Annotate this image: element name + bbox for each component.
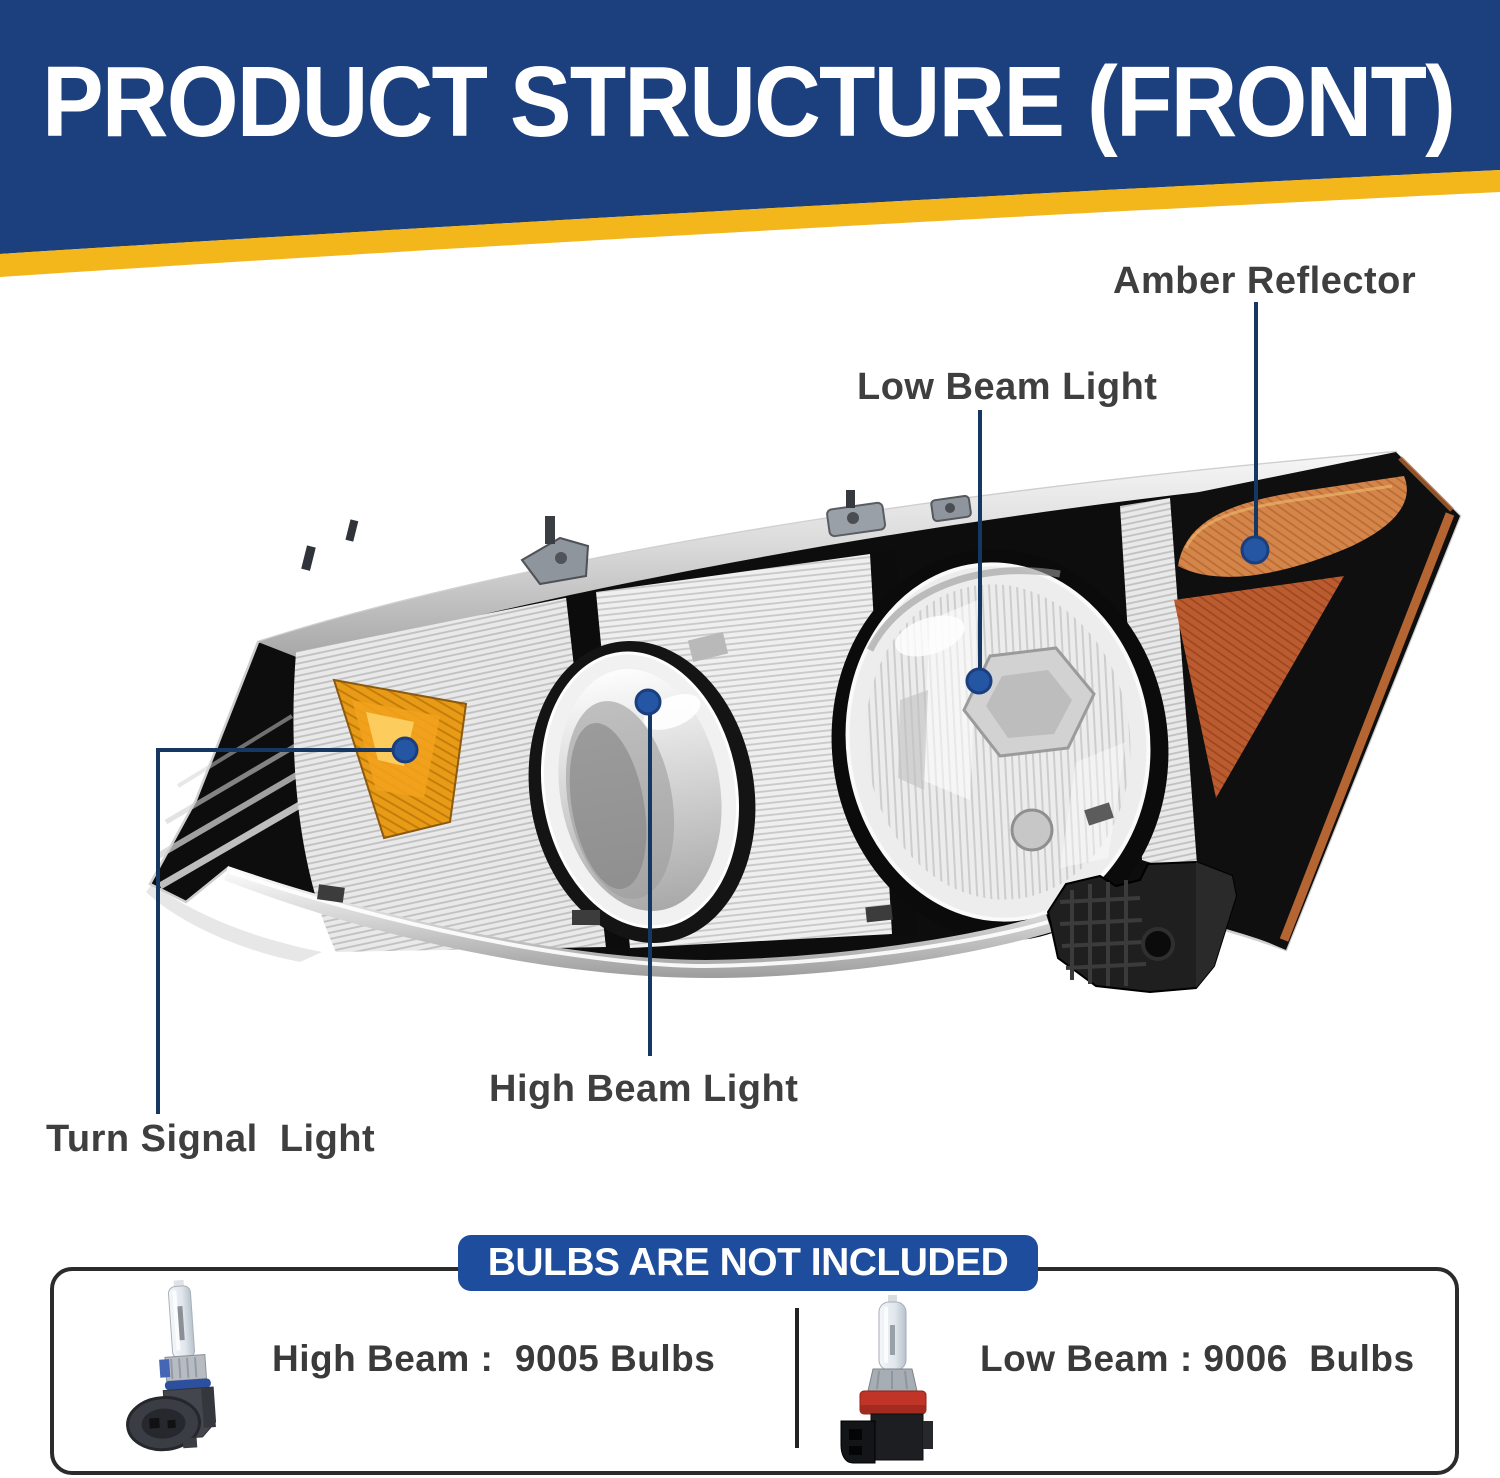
amber-reflector-label: Amber Reflector [1113,260,1417,302]
left-tip-chrome [156,714,324,890]
page-title: PRODUCT STRUCTURE (FRONT) [42,46,1454,158]
turn-signal-leader-line [156,748,405,1114]
high-beam-bulb-icon [126,1280,217,1452]
bottom-chrome-trim [224,866,1052,978]
callout-dots [391,535,1270,764]
bulbs-box [50,1267,1459,1475]
turn-signal-dot [391,736,419,764]
header-banner: PRODUCT STRUCTURE (FRONT) [0,0,1500,277]
turn-signal-label: Turn Signal Light [46,1118,376,1160]
amber-reflector-dot [1240,535,1270,565]
low-beam-lens [831,549,1169,941]
low-beam-bulb-icon [840,1295,933,1464]
mounting-tabs [301,490,972,586]
low-beam-dot [965,667,993,695]
high-beam-dot [634,688,662,716]
header-yellow-swoosh [0,170,1500,277]
bulbs-divider [795,1308,799,1448]
bulbs-banner: BULBS ARE NOT INCLUDED [458,1235,1038,1291]
low-beam-label: Low Beam Light [857,366,1158,408]
high-beam-spec: High Beam : 9005 Bulbs [272,1338,716,1379]
high-beam-lens [528,631,756,943]
headlight-assembly [146,450,1462,994]
lens-wrap-left [146,884,322,962]
high-beam-label: High Beam Light [489,1068,799,1110]
amber-reflector-lens [1174,456,1455,942]
low-beam-spec: Low Beam : 9006 Bulbs [980,1338,1415,1379]
mounting-bracket [1046,860,1238,994]
header-blue-shape [0,0,1500,254]
callout-lines [156,302,1258,1114]
